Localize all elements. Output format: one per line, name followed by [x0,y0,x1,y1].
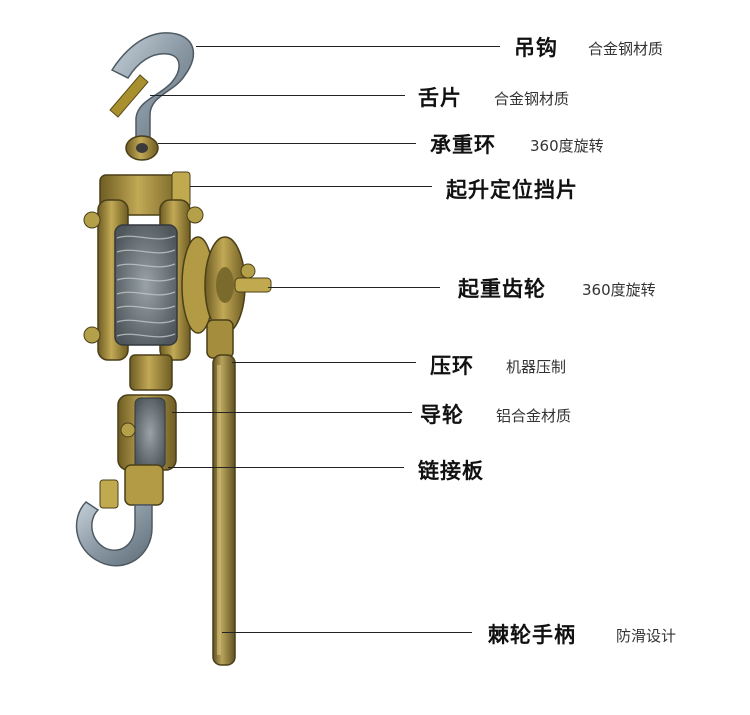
cable-windings [116,235,176,338]
leader-line-gear [268,287,440,288]
leader-line-link-plate [168,467,404,468]
part-name-lift-stop: 起升定位挡片 [446,178,578,202]
leader-line-lift-stop [190,186,432,187]
part-note-hook: 合金钢材质 [588,40,664,58]
leader-line-hook [196,46,500,47]
part-name-pressure-ring: 压环 [430,354,474,378]
part-note-guide-wheel: 铝合金材质 [496,407,572,425]
bottom-hook [75,501,153,567]
lifting-gear [181,236,272,334]
leader-line-guide-wheel [172,412,412,413]
part-name-latch: 舌片 [418,86,462,110]
part-note-handle: 防滑设计 [616,627,677,645]
part-note-gear: 360度旋转 [582,281,656,299]
part-name-hook: 吊钩 [514,36,558,60]
top-hook [109,32,195,151]
leader-line-handle [222,632,472,633]
part-note-pressure-ring: 机器压制 [506,358,567,376]
ratchet-handle [212,354,236,666]
leader-line-latch [150,95,405,96]
part-note-swivel-ring: 360度旋转 [530,137,604,155]
part-name-swivel-ring: 承重环 [430,133,496,157]
part-name-guide-wheel: 导轮 [420,403,464,427]
part-name-gear: 起重齿轮 [458,277,546,301]
leader-line-swivel-ring [158,143,416,144]
part-name-handle: 棘轮手柄 [488,623,576,647]
leader-line-pressure-ring [232,362,416,363]
part-name-link-plate: 链接板 [418,459,484,483]
swivel-ring [125,135,159,161]
part-note-latch: 合金钢材质 [494,90,570,108]
